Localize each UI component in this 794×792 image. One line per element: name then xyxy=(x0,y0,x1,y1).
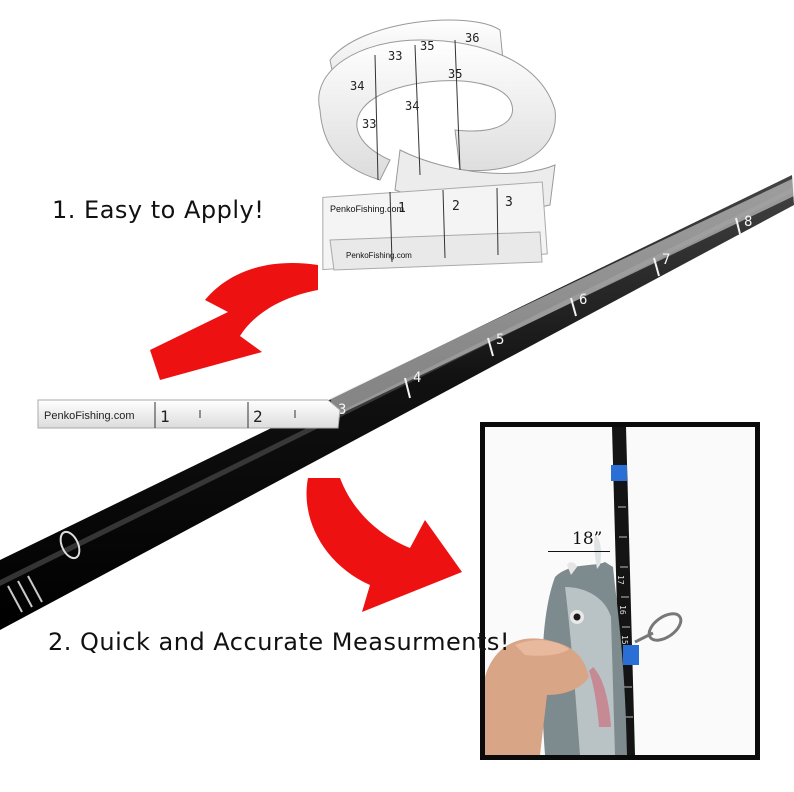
roll-mark: 34 xyxy=(405,99,419,113)
rod-mark: 3 xyxy=(338,402,346,418)
measurement-photo: 17 16 15 xyxy=(480,422,760,760)
roll-brand-text-2: PenkoFishing.com xyxy=(346,251,412,260)
roll-mark: 34 xyxy=(350,79,364,93)
inset-scale-mark: 16 xyxy=(618,605,627,615)
strip-mark: 2 xyxy=(253,407,263,426)
roll-mark: 33 xyxy=(388,49,402,63)
inset-scale-mark: 15 xyxy=(620,635,629,645)
caption-step-2: 2. Quick and Accurate Measurments! xyxy=(48,628,511,656)
rod-mark: 6 xyxy=(579,292,587,308)
arrow-apply-icon xyxy=(150,263,318,380)
tape-strip: PenkoFishing.com 1 2 xyxy=(37,399,341,429)
roll-mark: 36 xyxy=(465,31,479,45)
length-label: 18” xyxy=(572,529,603,549)
roll-mark: 33 xyxy=(362,117,376,131)
strip-brand-text: PenkoFishing.com xyxy=(44,410,135,422)
roll-mark: 35 xyxy=(448,67,462,81)
roll-brand-text: PenkoFishing.com xyxy=(330,204,404,214)
strip-mark: 1 xyxy=(160,407,170,426)
rod-mark: 7 xyxy=(662,252,670,268)
rod-mark: 4 xyxy=(413,370,421,386)
fish-illustration: 17 16 15 xyxy=(485,427,755,755)
rod-mark: 8 xyxy=(744,214,752,230)
length-indicator-line xyxy=(548,551,610,552)
roll-mark: 1 xyxy=(398,201,406,216)
inset-scale-mark: 17 xyxy=(616,575,625,585)
roll-mark: 3 xyxy=(505,195,513,210)
fishing-rod: 3 4 5 6 7 8 xyxy=(0,175,794,630)
arrow-measure-icon xyxy=(306,478,462,612)
roll-mark: 2 xyxy=(452,199,460,214)
rod-mark: 5 xyxy=(496,332,504,348)
caption-step-1: 1. Easy to Apply! xyxy=(52,196,265,224)
tape-roll: 33 34 35 36 35 34 33 1 2 3 PenkoFishing.… xyxy=(318,19,556,271)
roll-mark: 35 xyxy=(420,39,434,53)
